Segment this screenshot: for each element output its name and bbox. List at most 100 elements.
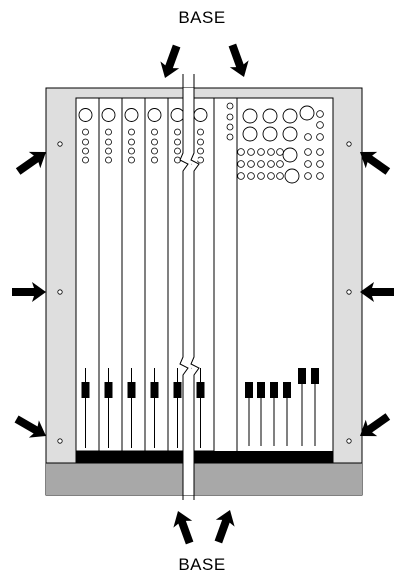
knob-icon xyxy=(316,121,324,129)
knob-icon xyxy=(151,147,158,155)
arrow-shape xyxy=(160,44,181,78)
base-label-top: BASE xyxy=(178,8,226,27)
knob-icon xyxy=(316,148,324,156)
fader-icon xyxy=(311,368,319,384)
knob-icon xyxy=(147,108,162,122)
fader-icon xyxy=(298,368,306,384)
knob-icon xyxy=(105,128,112,136)
arrow-shape xyxy=(228,43,249,77)
arrow-icon xyxy=(173,511,194,545)
knob-icon xyxy=(276,160,284,168)
knob-icon xyxy=(282,108,298,124)
knob-icon xyxy=(226,133,234,141)
knob-icon xyxy=(226,113,234,121)
arrow-shape xyxy=(360,282,394,302)
arrow-icon xyxy=(214,510,235,544)
knob-icon xyxy=(267,160,275,168)
knob-icon xyxy=(197,138,204,146)
arrow-shape xyxy=(360,151,391,175)
knob-icon xyxy=(242,108,258,124)
break-line-icon xyxy=(179,88,189,495)
arrow-icon xyxy=(15,151,46,175)
arrow-icon xyxy=(228,43,249,77)
knob-icon xyxy=(282,126,298,142)
knob-icon xyxy=(226,123,234,131)
knob-icon xyxy=(105,138,112,146)
knob-icon xyxy=(299,105,315,121)
base-strip xyxy=(46,463,362,495)
knob-icon xyxy=(304,172,312,180)
fader-icon xyxy=(104,382,113,398)
knob-icon xyxy=(257,172,265,180)
mount-hole xyxy=(57,141,63,147)
fader-icon xyxy=(150,382,159,398)
break-gap xyxy=(180,88,199,495)
mount-hole xyxy=(346,438,352,444)
knob-icon xyxy=(151,138,158,146)
fader-icon xyxy=(127,382,136,398)
knob-icon xyxy=(105,147,112,155)
knob-icon xyxy=(237,148,245,156)
fader-icon xyxy=(270,382,278,398)
knob-icon xyxy=(304,148,312,156)
mount-hole xyxy=(57,289,63,295)
knob-icon xyxy=(262,108,278,124)
arrow-icon xyxy=(160,44,181,78)
mount-hole xyxy=(346,289,352,295)
break-line-icon xyxy=(190,74,200,495)
knob-icon xyxy=(316,110,324,118)
knob-icon xyxy=(128,138,135,146)
knob-icon xyxy=(242,126,258,142)
master-section xyxy=(237,105,324,446)
arrow-shape xyxy=(15,151,46,175)
knob-icon xyxy=(316,133,324,141)
fader-icon xyxy=(283,382,291,398)
knob-icon xyxy=(282,147,298,163)
knob-icon xyxy=(284,168,300,184)
knob-icon xyxy=(82,138,89,146)
knob-icon xyxy=(267,172,275,180)
knob-icon xyxy=(276,148,284,156)
knob-icon xyxy=(128,128,135,136)
knob-icon xyxy=(247,172,255,180)
knob-icon xyxy=(105,156,112,164)
arrow-icon xyxy=(360,413,391,437)
fader-icon xyxy=(196,382,205,398)
knob-icon xyxy=(316,172,324,180)
arrow-shape xyxy=(360,413,391,437)
knob-icon xyxy=(151,156,158,164)
knob-icon xyxy=(101,108,116,122)
bottom-rail xyxy=(76,451,333,463)
arrow-icon xyxy=(12,282,46,302)
break-line-icon xyxy=(179,74,200,500)
knob-icon xyxy=(124,108,139,122)
knob-icon xyxy=(226,102,234,110)
mount-hole xyxy=(57,438,63,444)
knob-icon xyxy=(151,128,158,136)
knob-icon xyxy=(82,156,89,164)
base-label-bottom: BASE xyxy=(178,555,226,574)
knob-icon xyxy=(128,156,135,164)
mount-hole xyxy=(346,141,352,147)
arrow-shape xyxy=(214,510,235,544)
arrow-icon xyxy=(360,282,394,302)
knob-icon xyxy=(247,148,255,156)
knob-icon xyxy=(78,108,93,122)
knob-icon xyxy=(304,133,312,141)
knob-icon xyxy=(174,147,181,155)
knob-icon xyxy=(174,128,181,136)
knob-icon xyxy=(237,172,245,180)
fader-icon xyxy=(245,382,253,398)
knob-icon xyxy=(128,147,135,155)
knob-icon xyxy=(267,148,275,156)
arrow-shape xyxy=(173,511,194,545)
fader-icon xyxy=(173,382,182,398)
knob-icon xyxy=(237,160,245,168)
knob-icon xyxy=(247,160,255,168)
arrow-shape xyxy=(14,415,46,438)
arrows xyxy=(12,43,394,545)
knob-icon xyxy=(82,147,89,155)
knob-icon xyxy=(262,126,278,142)
